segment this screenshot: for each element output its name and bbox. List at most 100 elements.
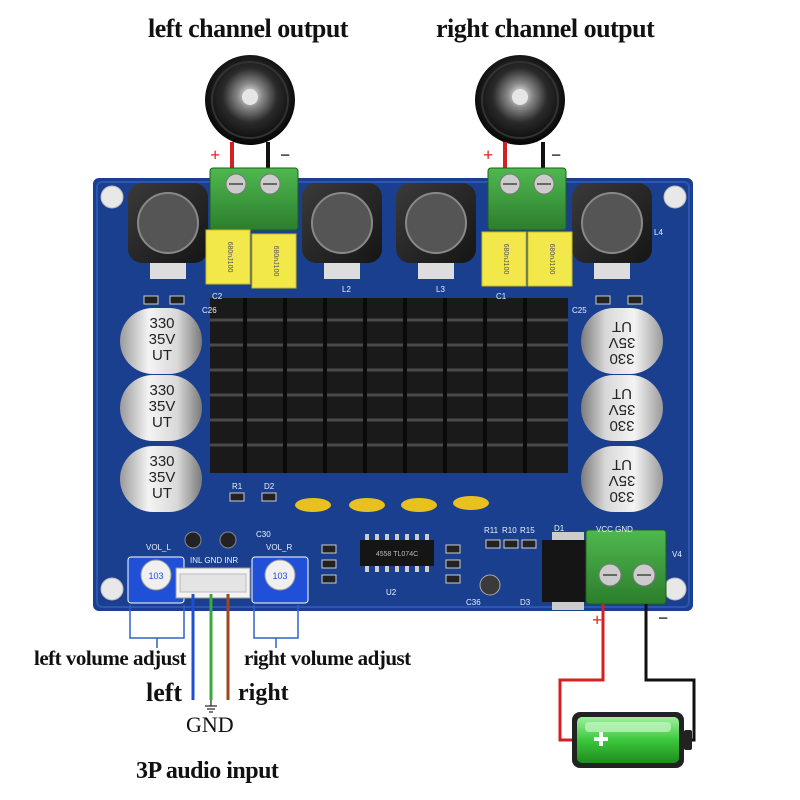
silk-l3: L3 xyxy=(436,285,445,294)
cap-text-line2: 35V xyxy=(149,331,176,348)
silk-r1: R1 xyxy=(232,482,243,491)
gnd-input-label: GND xyxy=(186,712,234,737)
battery-red-wire xyxy=(558,604,605,742)
right-channel-output-label: right channel output xyxy=(436,14,655,43)
right-volume-potentiometer: 103 xyxy=(251,556,309,604)
cap-text-line2: 35V xyxy=(609,334,636,351)
silk-d3: D3 xyxy=(520,598,531,607)
ceramic-capacitor xyxy=(453,496,489,510)
left-input-label: left xyxy=(146,678,183,707)
cap-text-line1: 330 xyxy=(149,453,174,470)
silk-c36: C36 xyxy=(466,598,481,607)
mounting-hole xyxy=(100,577,124,601)
electrolytic-capacitor: 330 35V UT xyxy=(581,375,663,441)
mounting-hole xyxy=(663,185,687,209)
cap-text-line2: 35V xyxy=(149,398,176,415)
cap-text-line1: 330 xyxy=(609,417,634,434)
silk-c25: C25 xyxy=(572,306,587,315)
small-capacitor xyxy=(184,531,202,549)
cap-text-line1: 330 xyxy=(609,488,634,505)
film-capacitor xyxy=(205,229,251,285)
inductor-value-text: 330 xyxy=(332,209,351,237)
pot-value-text: 103 xyxy=(272,571,287,581)
cap-text-line1: 330 xyxy=(149,315,174,332)
cap-text-line3: UT xyxy=(612,385,632,402)
silk-vcc-gnd: VCC GND xyxy=(596,525,633,534)
small-capacitor xyxy=(219,531,237,549)
film-capacitor xyxy=(251,233,297,289)
right-speaker-icon xyxy=(475,55,565,145)
inductor-value-text: 330 xyxy=(158,209,177,237)
silk-l2: L2 xyxy=(342,285,351,294)
inductor-value-text: 330 xyxy=(426,209,445,237)
heatsink xyxy=(210,298,568,473)
silk-r15: R15 xyxy=(520,526,535,535)
silk-c1: C1 xyxy=(496,292,507,301)
cap-text-line1: 330 xyxy=(149,382,174,399)
right-minus-mark: − xyxy=(551,145,562,165)
ceramic-capacitor xyxy=(349,498,385,512)
silk-l4: L4 xyxy=(654,228,663,237)
diode-d1 xyxy=(542,532,594,610)
right-output-terminal xyxy=(487,167,567,231)
inductor: 330 xyxy=(572,183,652,263)
electrolytic-capacitor: 330 35V UT xyxy=(120,308,202,374)
silk-r10: R10 xyxy=(502,526,517,535)
right-volume-adjust-label: right volume adjust xyxy=(244,646,411,670)
left-speaker-icon xyxy=(205,55,295,145)
left-volume-adjust-label: left volume adjust xyxy=(34,646,187,670)
ic-marking-text: 4558 TL074C xyxy=(376,551,418,558)
cap-text-line2: 35V xyxy=(149,469,176,486)
mounting-hole xyxy=(663,577,687,601)
cap-text-line1: 330 xyxy=(609,350,634,367)
silk-c26: C26 xyxy=(202,306,217,315)
silk-u2: U2 xyxy=(386,588,397,597)
film-cap-value-text: 680nJ100 xyxy=(226,242,233,273)
battery-icon xyxy=(572,712,692,768)
cap-text-line2: 35V xyxy=(609,472,636,489)
film-capacitor xyxy=(481,231,527,287)
cap-text-line3: UT xyxy=(152,485,172,502)
silk-d1: D1 xyxy=(554,524,565,533)
film-cap-value-text: 680nJ100 xyxy=(548,244,555,275)
cap-text-line3: UT xyxy=(152,414,172,431)
audio-input-label: 3P audio input xyxy=(136,758,279,784)
film-cap-value-text: 680nJ100 xyxy=(502,244,509,275)
silk-c2: C2 xyxy=(212,292,223,301)
silk-vol-r: VOL_R xyxy=(266,543,293,552)
ceramic-capacitor xyxy=(401,498,437,512)
silk-d2: D2 xyxy=(264,482,275,491)
cap-text-line3: UT xyxy=(152,347,172,364)
right-input-label: right xyxy=(238,680,289,706)
small-capacitor xyxy=(479,574,501,596)
inductor: 330 xyxy=(128,183,208,263)
inductor: 330 xyxy=(396,183,476,263)
cap-text-line3: UT xyxy=(612,456,632,473)
left-volume-potentiometer: 103 xyxy=(127,556,185,604)
cap-text-line2: 35V xyxy=(609,401,636,418)
electrolytic-capacitor: 330 35V UT xyxy=(581,446,663,512)
left-minus-mark: − xyxy=(280,145,291,165)
silk-c30: C30 xyxy=(256,530,271,539)
left-output-terminal xyxy=(209,167,299,231)
silk-inl-gnd-inr: INL GND INR xyxy=(190,556,239,565)
electrolytic-capacitor: 330 35V UT xyxy=(120,375,202,441)
power-terminal xyxy=(585,529,667,605)
silk-v4: V4 xyxy=(672,550,682,559)
left-channel-output-label: left channel output xyxy=(148,14,348,43)
ground-symbol-icon xyxy=(205,700,217,713)
mounting-hole xyxy=(100,185,124,209)
film-capacitor xyxy=(527,231,573,287)
film-cap-value-text: 680nJ100 xyxy=(272,246,279,277)
ceramic-capacitor xyxy=(295,498,331,512)
pot-value-text: 103 xyxy=(148,571,163,581)
inductor-value-text: 330 xyxy=(602,209,621,237)
power-minus-mark: − xyxy=(658,608,669,628)
cap-text-line3: UT xyxy=(612,318,632,335)
right-plus-mark: + xyxy=(483,145,494,165)
electrolytic-capacitor: 330 35V UT xyxy=(120,446,202,512)
power-plus-mark: + xyxy=(592,610,603,630)
audio-input-connector xyxy=(175,567,251,599)
left-plus-mark: + xyxy=(210,145,221,165)
